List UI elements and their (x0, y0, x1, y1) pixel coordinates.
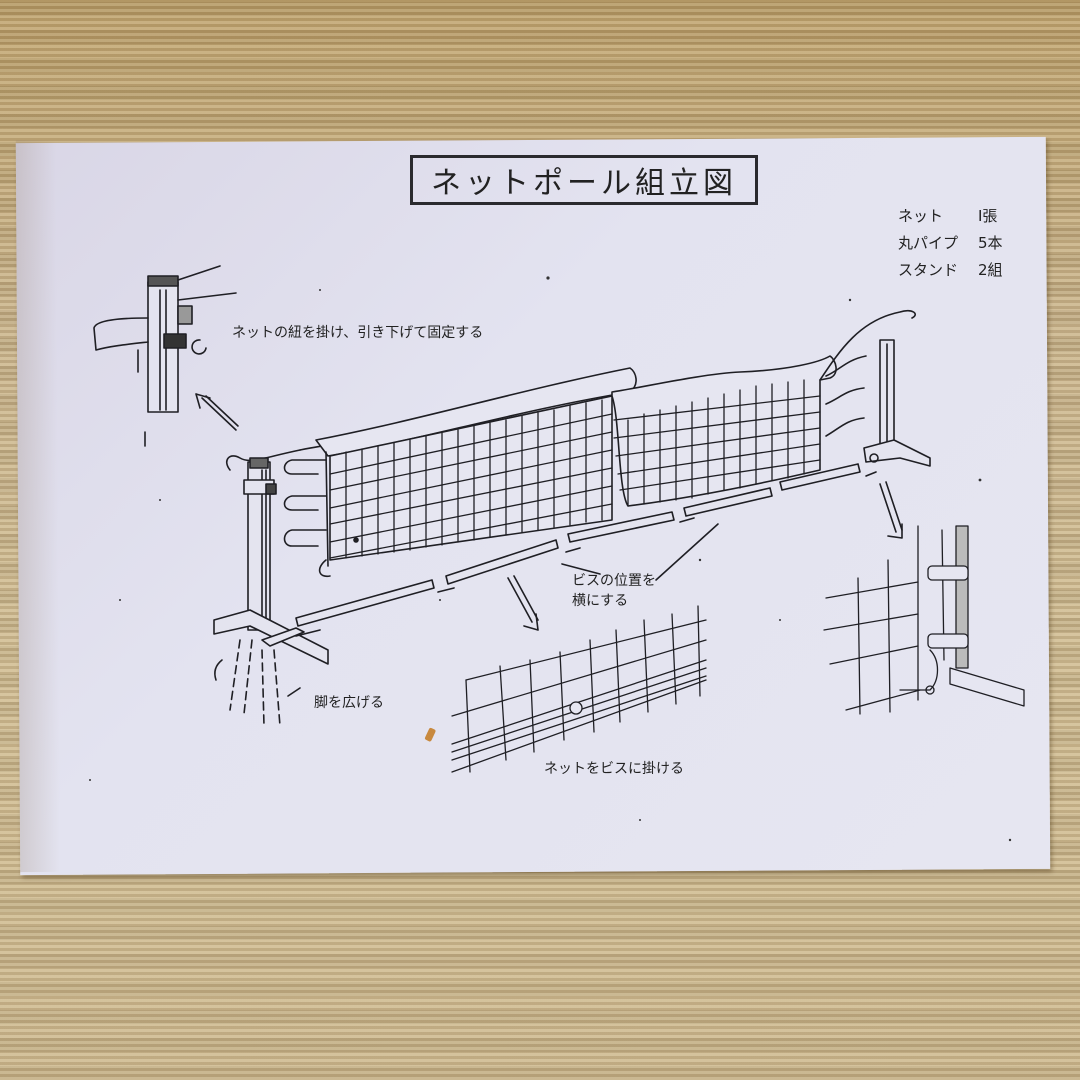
part-name: スタンド (898, 261, 959, 279)
net-left-icon (283, 367, 637, 578)
parts-row-pipe: 丸パイプ 5本 (898, 230, 1003, 257)
arrows-icon (295, 471, 903, 637)
pipe-segments-icon (295, 463, 861, 627)
detail-net-pole-base-icon (823, 525, 1025, 715)
annotation-hook-cord: ネットの紐を掛け、引き下げて固定する (232, 325, 484, 341)
part-name: ネット (898, 207, 944, 225)
part-qty: I張 (978, 207, 998, 225)
annotation-screw-position-1: ビスの位置を (572, 573, 656, 589)
parts-list: ネット I張 丸パイプ 5本 スタンド 2組 (898, 203, 1003, 284)
detail-pole-top-icon (93, 265, 239, 447)
annotation-screw-position-2: 横にする (572, 593, 629, 609)
diagram-title-box: ネットポール組立図 (410, 155, 758, 205)
detail-net-on-screw-icon (451, 605, 707, 773)
part-qty: 2組 (978, 261, 1003, 279)
right-pole-icon (863, 339, 931, 467)
annotation-spread-legs: 脚を広げる (314, 695, 384, 711)
parts-row-net: ネット I張 (898, 203, 1003, 230)
left-pole-icon (213, 443, 329, 727)
print-speckles (89, 276, 1012, 842)
debris-icon (424, 727, 436, 742)
annotation-hook-net-on-screw: ネットをビスに掛ける (544, 761, 684, 777)
parts-row-stand: スタンド 2組 (898, 257, 1003, 284)
diagram-title: ネットポール組立図 (431, 166, 737, 201)
part-qty: 5本 (978, 234, 1003, 252)
part-name: 丸パイプ (898, 234, 959, 252)
net-right-icon (611, 309, 916, 507)
